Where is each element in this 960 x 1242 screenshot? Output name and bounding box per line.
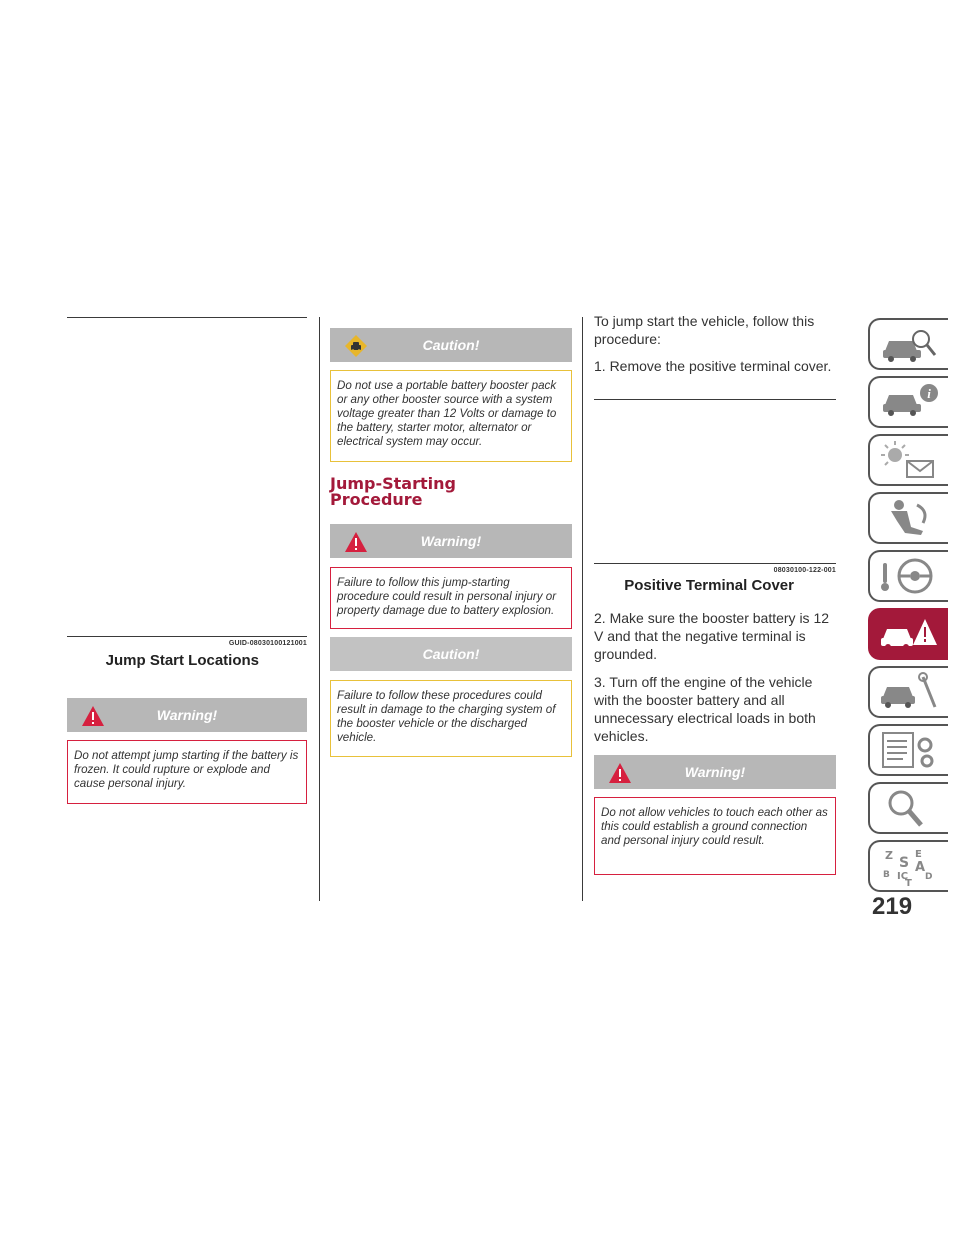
- figure-title: Jump Start Locations: [105, 652, 259, 669]
- warning-header: Warning!: [67, 698, 307, 732]
- column-divider-left: [319, 317, 320, 901]
- tab-index[interactable]: [868, 782, 948, 834]
- tab-car-info[interactable]: i: [868, 376, 948, 428]
- positive-terminal-cover-figure: [594, 402, 836, 560]
- section-heading-line-1: Jump-Starting: [330, 474, 456, 493]
- tab-in-an-emergency[interactable]: [868, 608, 948, 660]
- figure-code: GUID-08030100121001: [228, 640, 307, 647]
- warning-light-message-icon: [881, 441, 934, 478]
- warning-title: Warning!: [156, 707, 218, 723]
- warning-title: Warning!: [420, 533, 482, 549]
- figure-bottom-rule: [594, 563, 836, 564]
- car-service-icon: [881, 672, 937, 708]
- tab-technical-specs[interactable]: [868, 724, 948, 776]
- figure-title: Positive Terminal Cover: [624, 577, 794, 594]
- tab-servicing[interactable]: [868, 666, 948, 718]
- tab-alphabetical-index[interactable]: Z E S A B IC D T: [868, 840, 948, 892]
- svg-text:E: E: [915, 849, 922, 860]
- car-caution-icon: [345, 335, 367, 357]
- tab-safety[interactable]: [868, 492, 948, 544]
- caution-header: Caution!: [330, 328, 572, 362]
- car-info-icon: i: [883, 384, 938, 416]
- svg-text:A: A: [915, 860, 925, 875]
- intro-paragraph: To jump start the vehicle, follow this p…: [594, 313, 815, 347]
- car-emergency-icon: [881, 619, 937, 650]
- jump-start-locations-figure: [67, 320, 307, 632]
- figure-code: 08030100-122-001: [773, 567, 836, 574]
- section-heading-line-2: Procedure: [330, 490, 423, 509]
- seat-airbag-icon: [891, 500, 927, 535]
- warning-header: Warning!: [594, 755, 836, 789]
- figure-top-rule: [594, 399, 836, 400]
- section-heading: Jump-Starting Procedure: [330, 476, 456, 508]
- alphabetical-index-icon: Z E S A B IC D T: [883, 849, 932, 887]
- svg-text:IC: IC: [897, 871, 908, 882]
- warning-title: Warning!: [684, 764, 746, 780]
- warning-text: Failure to follow this jump-starting pro…: [330, 567, 572, 629]
- car-search-icon: [883, 330, 937, 362]
- svg-text:B: B: [883, 870, 890, 880]
- warning-icon: [345, 532, 367, 552]
- tab-warning-lights[interactable]: [868, 434, 948, 486]
- magnifier-index-icon: [888, 790, 923, 827]
- caution-text: Do not use a portable battery booster pa…: [330, 370, 572, 462]
- warning-text: Do not attempt jump starting if the batt…: [67, 740, 307, 804]
- svg-text:D: D: [925, 872, 932, 882]
- tab-starting-driving[interactable]: [868, 550, 948, 602]
- step-2: 2. Make sure the booster battery is 12 V…: [594, 610, 830, 662]
- figure-top-rule: [67, 317, 307, 318]
- page-number: 219: [872, 893, 913, 920]
- warning-text: Do not allow vehicles to touch each othe…: [594, 797, 836, 875]
- tab-car-search[interactable]: [868, 318, 948, 370]
- warning-icon: [609, 763, 631, 783]
- warning-icon: [82, 706, 104, 726]
- warning-header: Warning!: [330, 524, 572, 558]
- technical-data-icon: [882, 732, 934, 768]
- caution-text: Failure to follow these procedures could…: [330, 680, 572, 757]
- step-1: 1. Remove the positive terminal cover.: [594, 358, 832, 374]
- caution-title: Caution!: [422, 646, 480, 662]
- column-divider-right: [582, 317, 583, 901]
- caution-title: Caution!: [422, 337, 480, 353]
- svg-text:Z: Z: [885, 849, 893, 862]
- svg-text:T: T: [905, 878, 912, 887]
- svg-text:i: i: [927, 386, 931, 401]
- caution-header: Caution!: [330, 637, 572, 671]
- steering-wheel-icon: [881, 558, 933, 594]
- svg-text:S: S: [899, 855, 909, 871]
- step-3: 3. Turn off the engine of the vehicle wi…: [594, 674, 816, 744]
- figure-bottom-rule: [67, 636, 307, 637]
